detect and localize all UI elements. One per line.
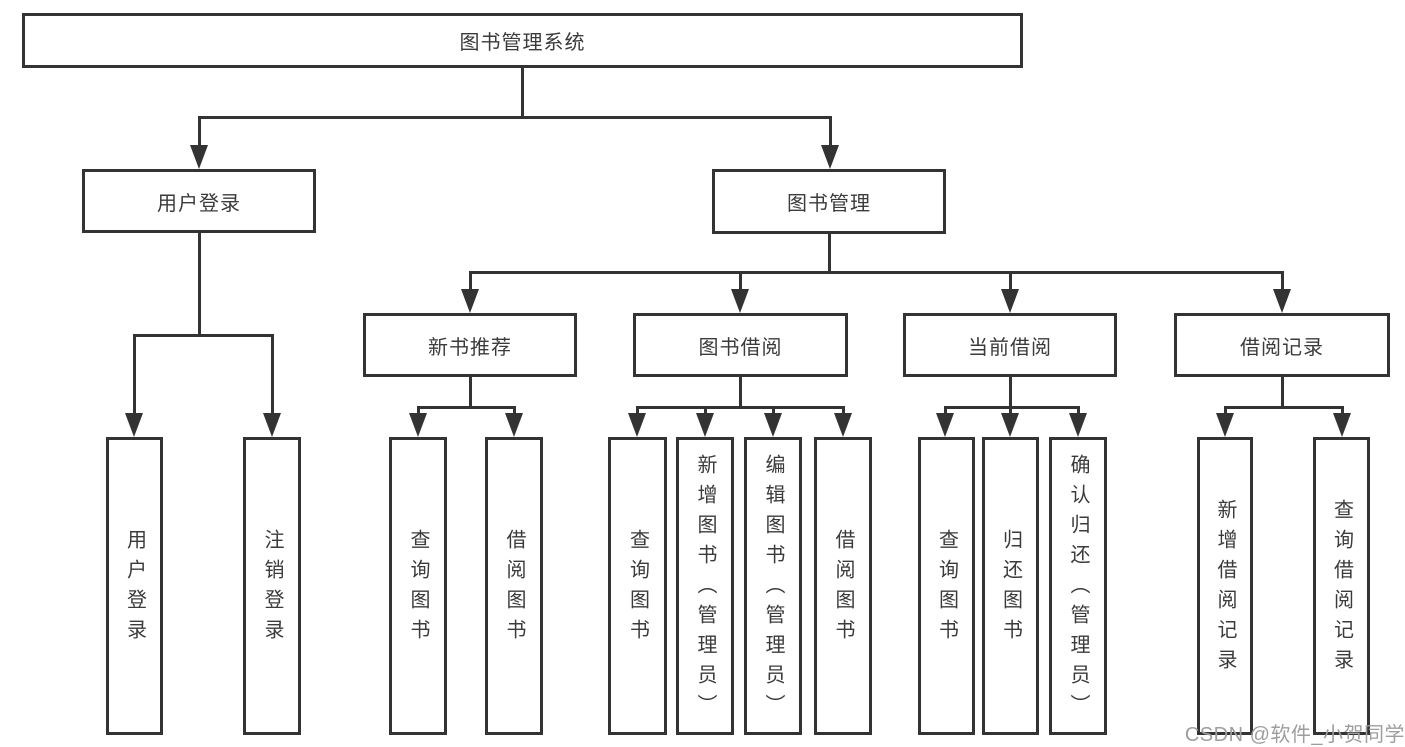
connector-line: [827, 234, 831, 274]
node-borrow-books-borrowing: 借阅图书: [814, 437, 872, 735]
node-query-books-borrowing: 查询图书: [608, 437, 667, 735]
node-query-books-current: 查询图书: [918, 437, 975, 735]
arrow-down-icon: [461, 289, 479, 313]
csdn-watermark: CSDN @软件_小贺同学: [1184, 724, 1405, 746]
connector-line: [416, 407, 420, 414]
arrow-down-icon: [628, 413, 646, 437]
arrow-down-icon: [1001, 289, 1019, 313]
node-user-login: 用户登录: [106, 437, 163, 735]
connector-line: [1280, 272, 1284, 290]
node-book-management-group: 图书管理: [712, 169, 946, 234]
node-logout: 注销登录: [243, 437, 301, 735]
node-current-borrowing: 当前借阅: [903, 313, 1117, 377]
connector-line: [132, 333, 274, 337]
node-query-borrow-record: 查询借阅记录: [1313, 437, 1370, 735]
node-edit-book-admin: 编辑图书（管理员）: [744, 437, 802, 735]
arrow-down-icon: [1069, 413, 1087, 437]
connector-line: [468, 272, 472, 290]
connector-line: [828, 117, 832, 146]
connector-line: [1076, 407, 1080, 414]
connector-line: [416, 405, 516, 409]
connector-line: [841, 407, 845, 414]
connector-line: [1280, 377, 1284, 409]
arrow-down-icon: [505, 413, 523, 437]
connector-line: [943, 405, 1080, 409]
node-query-books-recommend: 查询图书: [389, 437, 447, 735]
node-library-management-system: 图书管理系统: [22, 13, 1023, 68]
arrow-down-icon: [731, 289, 749, 313]
connector-line: [703, 407, 707, 414]
connector-line: [468, 377, 472, 409]
connector-line: [197, 115, 832, 119]
connector-line: [520, 68, 524, 119]
connector-line: [197, 233, 201, 337]
connector-line: [512, 407, 516, 414]
node-new-book-recommendation: 新书推荐: [363, 313, 577, 377]
connector-line: [468, 270, 1284, 274]
connector-line: [1340, 407, 1344, 414]
connector-line: [771, 407, 775, 414]
connector-line: [943, 407, 947, 414]
connector-line: [738, 272, 742, 290]
arrow-down-icon: [1333, 413, 1351, 437]
connector-line: [1008, 377, 1012, 409]
arrow-down-icon: [821, 145, 839, 169]
arrow-down-icon: [125, 413, 143, 437]
node-borrowing-records: 借阅记录: [1174, 313, 1390, 377]
node-user-login-group: 用户登录: [82, 169, 316, 233]
connector-line: [635, 407, 639, 414]
connector-line: [270, 335, 274, 414]
arrow-down-icon: [409, 413, 427, 437]
node-book-borrowing: 图书借阅: [633, 313, 848, 377]
arrow-down-icon: [834, 413, 852, 437]
arrow-down-icon: [696, 413, 714, 437]
arrow-down-icon: [936, 413, 954, 437]
connector-line: [1223, 405, 1344, 409]
arrow-down-icon: [1216, 413, 1234, 437]
arrow-down-icon: [1001, 413, 1019, 437]
node-return-books: 归还图书: [982, 437, 1039, 735]
connector-line: [1223, 407, 1227, 414]
node-add-borrow-record: 新增借阅记录: [1197, 437, 1253, 735]
connector-line: [197, 117, 201, 146]
node-confirm-return-admin: 确认归还（管理员）: [1049, 437, 1107, 735]
arrow-down-icon: [764, 413, 782, 437]
connector-line: [1008, 407, 1012, 414]
connector-line: [738, 377, 742, 409]
arrow-down-icon: [1273, 289, 1291, 313]
arrow-down-icon: [263, 413, 281, 437]
node-add-book-admin: 新增图书（管理员）: [676, 437, 734, 735]
node-borrow-books-recommend: 借阅图书: [485, 437, 543, 735]
connector-line: [132, 335, 136, 414]
arrow-down-icon: [190, 145, 208, 169]
connector-line: [1008, 272, 1012, 290]
connector-line: [635, 405, 845, 409]
